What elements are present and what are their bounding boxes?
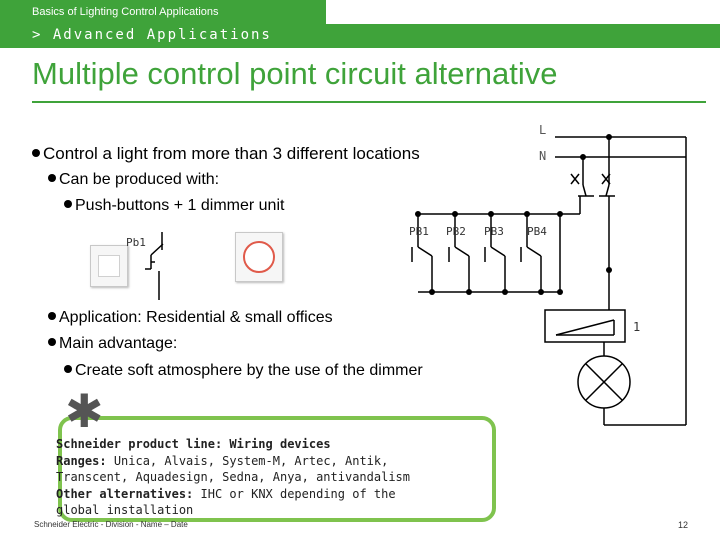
bullet-dot-icon [32, 149, 40, 157]
bullet-control-locations: Control a light from more than 3 differe… [32, 144, 420, 164]
bullet-dot-icon [48, 338, 56, 346]
diagram-label-n: N [539, 149, 546, 163]
section-band: > Advanced Applications [0, 24, 720, 48]
breadcrumb: Basics of Lighting Control Applications [32, 6, 219, 18]
bullet-push-buttons: Push-buttons + 1 dimmer unit [64, 197, 284, 215]
info-line-ranges: Ranges: Unica, Alvais, System-M, Artec, … [56, 453, 389, 468]
title-divider [32, 101, 706, 103]
diagram-label-l: L [539, 123, 546, 137]
breadcrumb-band: Basics of Lighting Control Applications [0, 0, 326, 24]
header-bar: Basics of Lighting Control Applications … [0, 0, 720, 48]
bullet-dot-icon [48, 312, 56, 320]
product-info-box [58, 416, 496, 522]
push-button-image [90, 245, 128, 287]
star-icon: ✱ [65, 385, 104, 437]
footer-text: Schneider Electric - Division - Name – D… [34, 520, 188, 529]
dimmer-image [235, 232, 283, 282]
diagram-label-pb1: PB1 [409, 225, 429, 238]
diagram-label-pb1-small: Pb1 [126, 236, 146, 249]
bullet-application: Application: Residential & small offices [48, 309, 333, 327]
page-title: Multiple control point circuit alternati… [32, 56, 558, 91]
product-info-text: Schneider product line: Wiring devices R… [56, 436, 410, 519]
info-line-ranges-cont: Transcent, Aquadesign, Sedna, Anya, anti… [56, 470, 411, 484]
bullet-dot-icon [64, 365, 72, 373]
bullet-text: Create soft atmosphere by the use of the… [75, 362, 423, 379]
page-number: 12 [678, 520, 689, 530]
diagram-label-pb4: PB4 [527, 225, 547, 238]
info-line-alternatives: Other alternatives: IHC or KNX depending… [56, 486, 396, 501]
info-line-product: Schneider product line: Wiring devices [56, 437, 331, 451]
bullet-main-advantage: Main advantage: [48, 335, 177, 353]
section-title: > Advanced Applications [32, 27, 272, 43]
diagram-label-pb3: PB3 [484, 225, 504, 238]
bullet-text: Application: Residential & small offices [59, 309, 333, 326]
bullet-text: Push-buttons + 1 dimmer unit [75, 197, 285, 214]
bullet-text: Can be produced with: [59, 171, 220, 188]
bullet-text: Control a light from more than 3 differe… [43, 144, 420, 163]
info-line-alternatives-cont: global installation [56, 503, 194, 517]
diagram-label-dimmer: 1 [633, 320, 640, 334]
diagram-label-pb2: PB2 [446, 225, 466, 238]
bullet-text: Main advantage: [59, 335, 178, 352]
bullet-dot-icon [48, 174, 56, 182]
bullet-produced-with: Can be produced with: [48, 171, 219, 189]
bullet-soft-atmosphere: Create soft atmosphere by the use of the… [64, 362, 423, 380]
bullet-dot-icon [64, 200, 72, 208]
